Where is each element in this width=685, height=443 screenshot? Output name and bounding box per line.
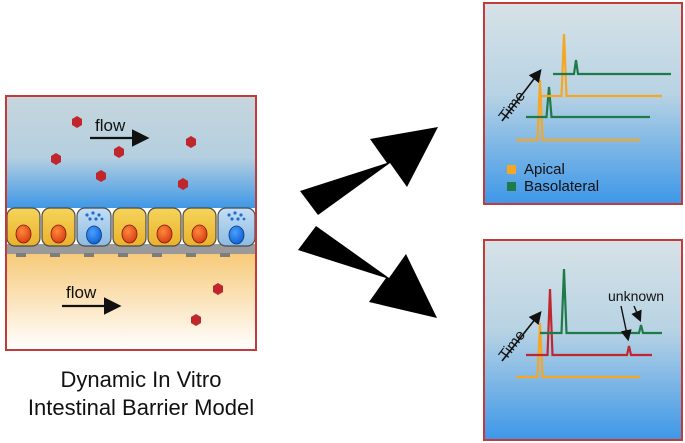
nucleus: [86, 225, 102, 245]
membrane-pore: [50, 253, 60, 257]
enterocyte-cell: [41, 207, 76, 247]
nucleus: [228, 225, 245, 245]
compound-particle: [191, 314, 201, 326]
trace-apical-upper: [540, 33, 662, 98]
legend-swatch-apical: [507, 165, 516, 174]
membrane-pore: [16, 253, 26, 257]
compound-particles: [51, 116, 223, 326]
basolateral-chamber: [6, 250, 256, 350]
membrane-pore: [84, 253, 94, 257]
flow-label-top: flow: [95, 116, 126, 135]
compound-particle: [72, 116, 82, 128]
epithelial-cell-layer: [6, 207, 256, 247]
unknown-arrow-1: [620, 305, 632, 342]
unknown-annotation: unknown: [608, 288, 664, 304]
nucleus: [15, 224, 32, 244]
membrane-pore: [186, 253, 196, 257]
barrier-model-frame: [5, 95, 257, 351]
time-arrow-bottom: [501, 310, 542, 362]
time-arrow-top: [501, 68, 542, 122]
goblet-cell: [76, 207, 112, 247]
top-chromatogram-panel: Time Apical Basolateral: [483, 2, 683, 205]
compound-particle: [96, 170, 106, 182]
compound-particle: [114, 146, 124, 158]
model-caption: Dynamic In Vitro Intestinal Barrier Mode…: [0, 366, 282, 422]
membrane-pore: [220, 253, 230, 257]
legend-label-apical: Apical: [524, 161, 565, 178]
membrane-pore: [152, 253, 162, 257]
membrane-pore: [118, 253, 128, 257]
top-chart-frame: [483, 2, 683, 205]
trace-basolateral-upper: [553, 59, 671, 76]
membrane-pores: [16, 253, 230, 257]
enterocyte-cell: [6, 207, 41, 247]
trace-red: [526, 288, 652, 357]
legend-swatch-basolateral: [507, 182, 516, 191]
barrier-model-panel: flow flow: [5, 95, 257, 351]
compound-particle: [178, 178, 188, 190]
goblet-cell: [217, 207, 256, 247]
big-arrow-down: [298, 226, 437, 318]
nucleus: [121, 224, 138, 244]
enterocyte-cell: [182, 207, 217, 247]
big-arrow-up: [300, 127, 438, 215]
trace-basolateral: [540, 268, 662, 335]
compound-particle: [51, 153, 61, 165]
trace-basolateral-lower: [526, 86, 650, 119]
bottom-chromatogram-panel: Time unknown: [483, 239, 683, 441]
bottom-chart-frame: [483, 239, 683, 441]
legend-label-basolateral: Basolateral: [524, 178, 599, 195]
compound-particle: [186, 136, 196, 148]
enterocyte-cell: [112, 207, 147, 247]
membrane: [6, 244, 256, 254]
nucleus: [191, 224, 208, 244]
compound-particle: [213, 283, 223, 295]
nucleus: [156, 224, 173, 244]
caption-line-1: Dynamic In Vitro: [60, 367, 222, 392]
enterocyte-cell: [147, 207, 182, 247]
nucleus: [50, 224, 67, 244]
flow-label-bottom: flow: [66, 283, 97, 302]
caption-line-2: Intestinal Barrier Model: [27, 395, 255, 420]
apical-chamber: [6, 96, 256, 208]
unknown-arrow-2: [631, 305, 642, 323]
